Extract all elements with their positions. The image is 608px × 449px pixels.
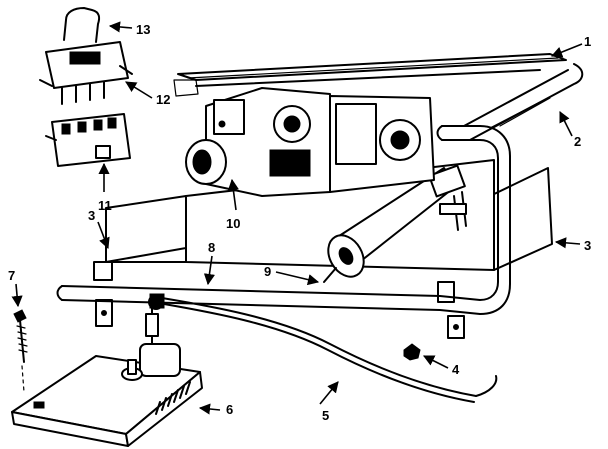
vent-slots: [155, 381, 191, 415]
part-7-mounting-screw: [13, 309, 28, 393]
callout-12: 12: [156, 92, 170, 107]
part-11-terminal-block: [45, 113, 131, 167]
callout-10: 10: [226, 216, 240, 231]
part-4-nut: [403, 343, 421, 361]
callout-labels: 1 2 3 3 4 5 6 7 8 9 10 11 12 13: [8, 22, 591, 423]
part-8-gas-pipe: [56, 125, 511, 315]
callout-4: 4: [452, 362, 460, 377]
callout-3-right: 3: [584, 238, 591, 253]
callout-1: 1: [584, 34, 591, 49]
part-9-pilot-burner: [323, 164, 467, 283]
part-1-top-cover: [173, 53, 567, 97]
callout-11: 11: [98, 198, 112, 213]
part-10-gas-valve: [185, 87, 435, 197]
callout-7: 7: [8, 268, 15, 283]
callout-9: 9: [264, 264, 271, 279]
part-5-ignition-wire: [149, 293, 498, 403]
callout-3-left: 3: [88, 208, 95, 223]
part-6-igniter-box: [11, 294, 203, 447]
leader-lines: [11, 21, 583, 415]
callout-6: 6: [226, 402, 233, 417]
callout-13: 13: [136, 22, 150, 37]
callout-5: 5: [322, 408, 329, 423]
part-2-burner-rod: [463, 63, 584, 141]
callout-8: 8: [208, 240, 215, 255]
part-13-clip: [63, 7, 101, 43]
part-12-relay: [39, 41, 133, 105]
callout-2: 2: [574, 134, 581, 149]
